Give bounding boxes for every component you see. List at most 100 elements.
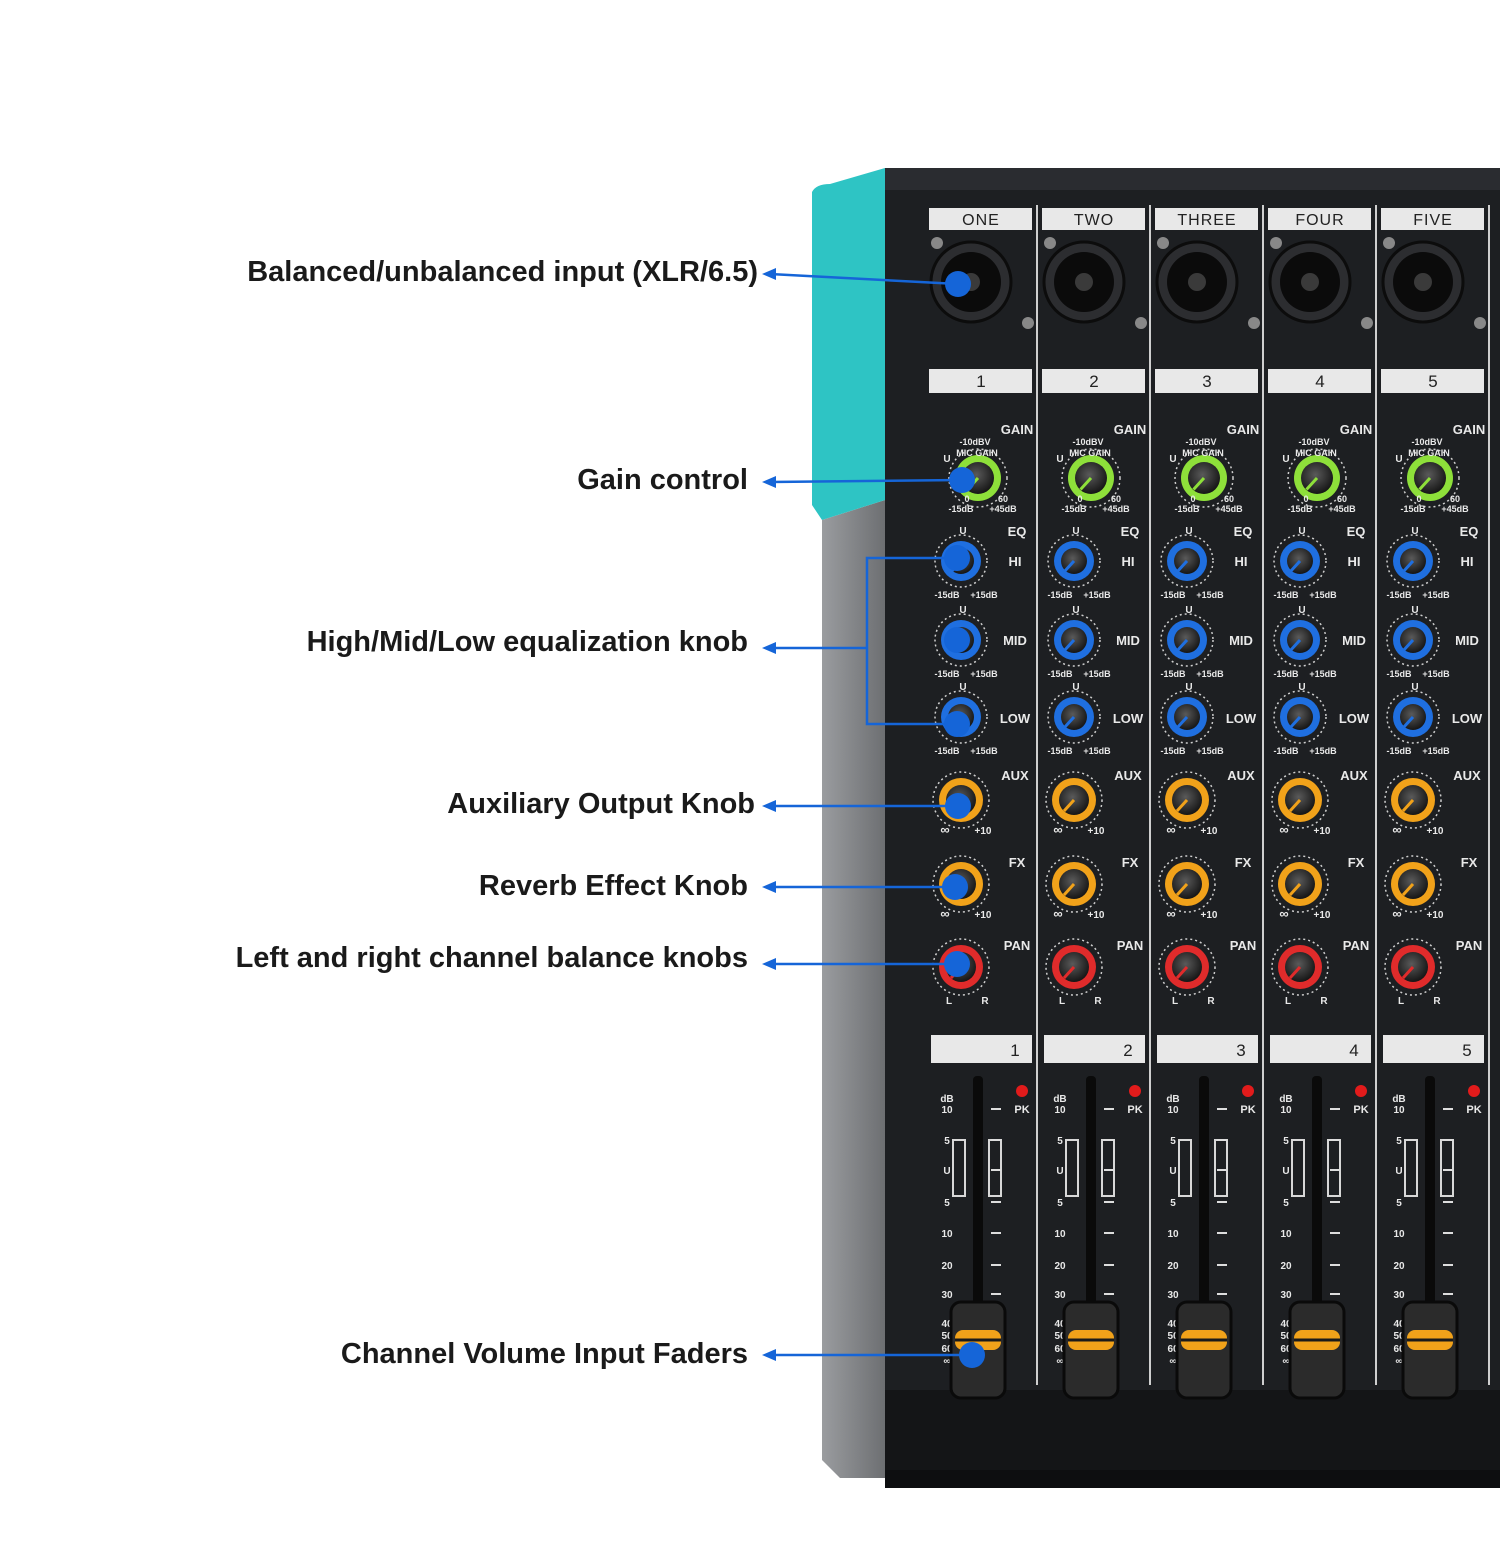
fader-scale-label: U [1395,1166,1402,1177]
aux-knob-5[interactable] [1384,771,1442,829]
strip-label: +45dB [1441,504,1469,514]
peak-led [1355,1085,1367,1097]
eq-mid-knob-4[interactable] [1273,613,1327,667]
gain-knob-2[interactable] [1061,448,1121,508]
strip-label: -15dB [948,504,974,514]
strip-label: AUX [1114,768,1142,783]
strip-label: +45dB [1102,504,1130,514]
strip-label: U [959,682,966,693]
fader-scale-label: 10 [941,1229,953,1240]
strip-label: -15dB [1061,504,1087,514]
gain-knob-3[interactable] [1174,448,1234,508]
eq-low-knob-3[interactable] [1160,690,1214,744]
strip-label: LOW [1000,711,1031,726]
strip-label: GAIN [1340,422,1373,437]
eq-mid-knob-5[interactable] [1386,613,1440,667]
fader-scale-label: ∞ [1282,1356,1289,1367]
strip-label: AUX [1001,768,1029,783]
fx-knob-5[interactable] [1384,855,1442,913]
pointer-eq [762,642,867,654]
strip-label: U [1298,526,1305,537]
strip-label: 0 [1190,494,1195,504]
strip-label: U [1411,682,1418,693]
fader-scale-label: 10 [1167,1105,1179,1116]
aux-knob-3[interactable] [1158,771,1216,829]
strip-label: HI [1461,554,1474,569]
strip-label: +15dB [1083,746,1111,756]
gain-knob-5[interactable] [1400,448,1460,508]
strip-label: -15dB [1160,590,1186,600]
eq-low-knob-2[interactable] [1047,690,1101,744]
fader-scale-label: 20 [1167,1261,1179,1272]
strip-label: +10 [1427,910,1444,921]
strip-label: U [959,526,966,537]
fx-knob-2[interactable] [1045,855,1103,913]
svg-text:5: 5 [1462,1041,1471,1060]
strip-label: +15dB [970,746,998,756]
strip-label: U [1056,454,1063,465]
eq-mid-knob-3[interactable] [1160,613,1214,667]
strip-label: U [1185,526,1192,537]
fader-scale-label: 5 [1283,1198,1289,1209]
strip-label: +10 [1427,826,1444,837]
fader-2[interactable] [1062,1300,1120,1400]
svg-text:2: 2 [1123,1041,1132,1060]
strip-label: +10 [1088,910,1105,921]
strip-label: +10 [975,826,992,837]
fader-scale-label: 20 [1393,1261,1405,1272]
strip-label: ∞ [1053,822,1062,837]
strip-label: +10 [1314,910,1331,921]
strip-label: -10dBV [959,437,990,447]
pan-knob-4[interactable] [1271,938,1329,996]
fader-scale-label: 50 [1393,1331,1405,1342]
callout-eq: High/Mid/Low equalization knob [306,626,748,658]
fader-scale-label: ∞ [1395,1356,1402,1367]
fader-scale-label: 20 [1054,1261,1066,1272]
fader-scale-label: 30 [1280,1290,1292,1301]
strip-label: MID [1342,633,1366,648]
strip-label: +15dB [1309,746,1337,756]
eq-low-knob-4[interactable] [1273,690,1327,744]
fader-scale-label: 10 [1393,1229,1405,1240]
strip-label: LOW [1113,711,1144,726]
fader-4[interactable] [1288,1300,1346,1400]
strip-label: LOW [1339,711,1370,726]
fader-scale-label: 50 [1167,1331,1179,1342]
fader-scale-label: ∞ [1169,1356,1176,1367]
strip-label: -15dB [1386,669,1412,679]
pointer-pan [762,951,970,977]
gain-knob-4[interactable] [1287,448,1347,508]
svg-text:3: 3 [1202,372,1211,391]
strip-label: PK [1466,1104,1481,1116]
eq-mid-knob-2[interactable] [1047,613,1101,667]
peak-led [1016,1085,1028,1097]
strip-label: +15dB [1196,669,1224,679]
strip-label: R [1094,996,1102,1007]
fader-scale-label: 5 [944,1198,950,1209]
aux-knob-2[interactable] [1045,771,1103,829]
strip-label: -15dB [934,746,960,756]
strip-label: +45dB [1215,504,1243,514]
svg-text:1: 1 [976,372,985,391]
fader-scale-label: 30 [941,1290,953,1301]
svg-text:1: 1 [1010,1041,1019,1060]
mixer-panel [885,190,1500,1480]
aux-knob-4[interactable] [1271,771,1329,829]
eq-hi-knob-2[interactable] [1047,534,1101,588]
eq-low-knob-5[interactable] [1386,690,1440,744]
eq-hi-knob-3[interactable] [1160,534,1214,588]
pan-knob-5[interactable] [1384,938,1442,996]
eq-hi-knob-5[interactable] [1386,534,1440,588]
fader-5[interactable] [1401,1300,1459,1400]
eq-hi-knob-4[interactable] [1273,534,1327,588]
strip-label: -15dB [1160,669,1186,679]
fx-knob-4[interactable] [1271,855,1329,913]
screw-icon [1248,317,1260,329]
pan-knob-3[interactable] [1158,938,1216,996]
fader-3[interactable] [1175,1300,1233,1400]
fx-knob-3[interactable] [1158,855,1216,913]
strip-label: 0 [964,494,969,504]
pan-knob-2[interactable] [1045,938,1103,996]
